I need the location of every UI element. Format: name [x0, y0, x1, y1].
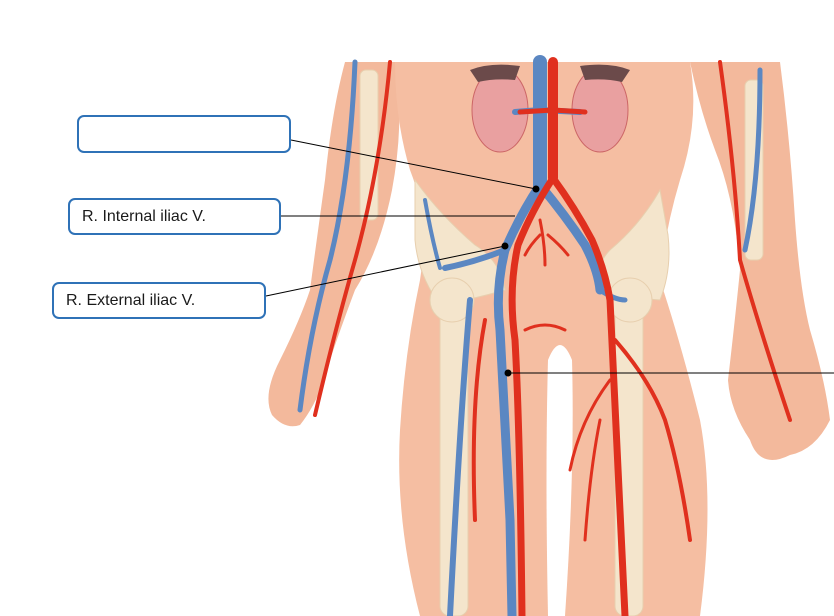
internal-iliac-label-box: R. Internal iliac V.: [68, 198, 281, 235]
external-iliac-label-text: R. External iliac V.: [66, 291, 196, 309]
leader-line-external-iliac: [265, 245, 506, 297]
arteries: [313, 57, 792, 616]
internal-iliac-label-text: R. Internal iliac V.: [82, 207, 206, 225]
blank-label-box[interactable]: [77, 115, 291, 153]
kidneys: [470, 64, 630, 153]
veins: [297, 55, 763, 616]
external-iliac-label-box: R. External iliac V.: [52, 282, 266, 319]
leader-lines: [265, 139, 834, 377]
leader-line-blank: [290, 139, 537, 190]
